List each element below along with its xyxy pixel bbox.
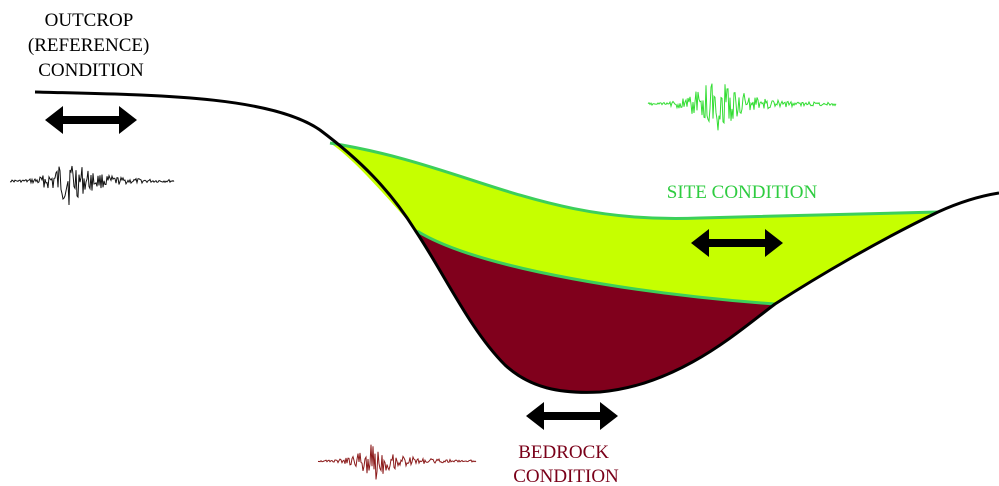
outcrop-label-line-3: CONDITION <box>38 60 144 81</box>
site-double-arrow-icon <box>691 229 783 257</box>
site-seismogram-icon <box>647 83 837 131</box>
outcrop-double-arrow-icon <box>45 106 137 134</box>
bedrock-double-arrow-icon <box>526 402 618 430</box>
outcrop-label-line-1: OUTCROP <box>45 10 133 31</box>
site-condition-label: SITE CONDITION <box>667 182 818 203</box>
site-bedrock-interface <box>416 229 776 306</box>
bedrock-label-line-1: BEDROCK <box>518 442 609 463</box>
outcrop-condition-label: OUTCROP (REFERENCE) CONDITION <box>28 10 154 81</box>
bedrock-region <box>417 231 775 393</box>
bedrock-condition-label: BEDROCK CONDITION <box>513 442 619 486</box>
bedrock-label-line-2: CONDITION <box>513 466 619 486</box>
site-surface-line <box>329 141 939 221</box>
ground-profile-line <box>34 90 999 394</box>
outcrop-label-line-2: (REFERENCE) <box>28 35 149 56</box>
site-soil-region <box>330 143 938 304</box>
outcrop-seismogram-icon <box>9 165 175 206</box>
bedrock-seismogram-icon <box>317 444 477 480</box>
